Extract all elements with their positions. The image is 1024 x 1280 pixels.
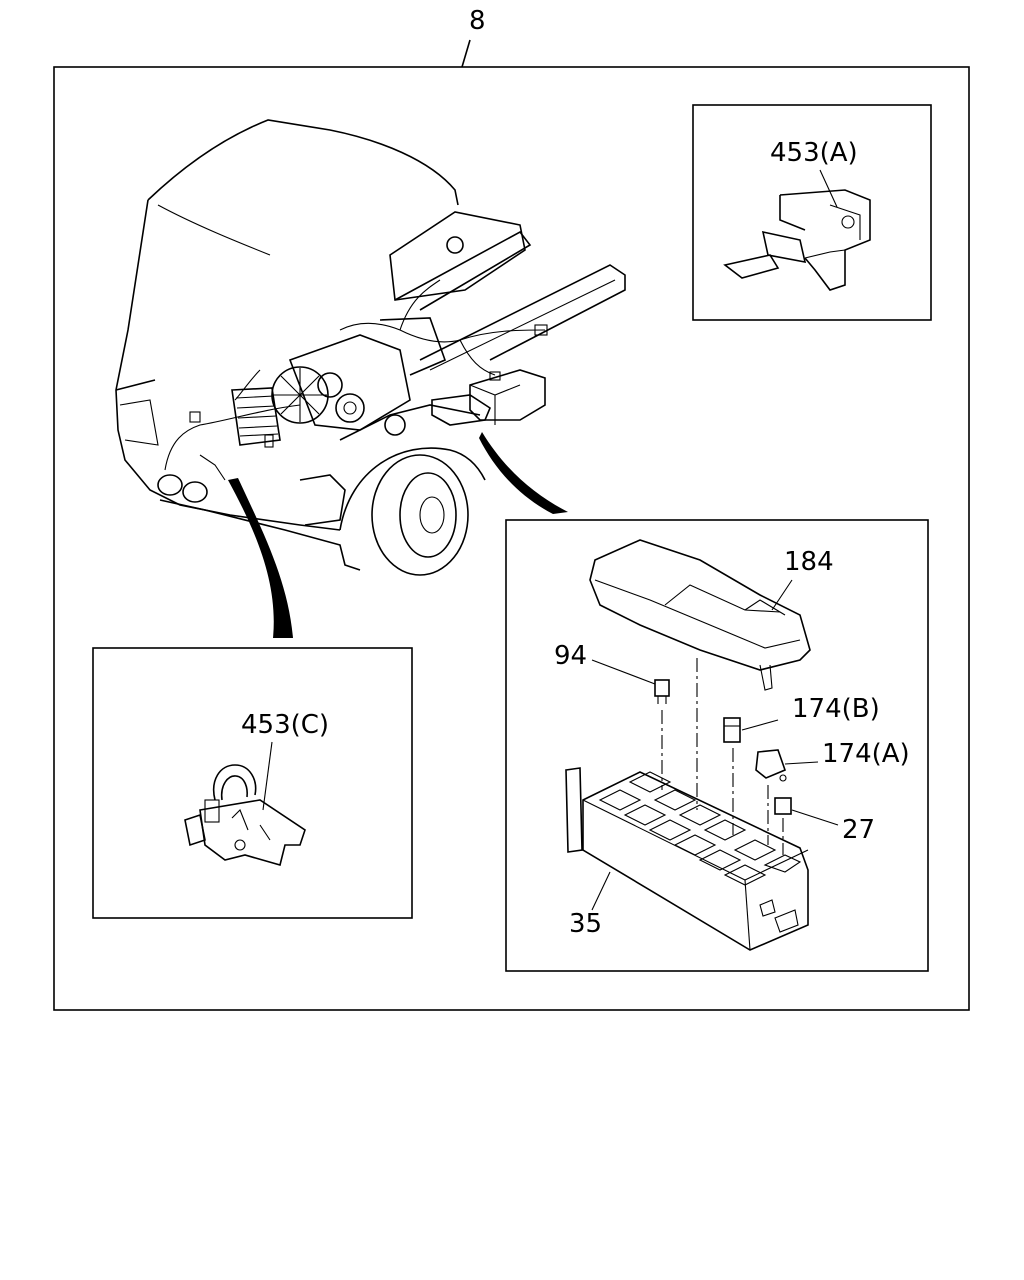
leader-relay-b xyxy=(741,719,779,731)
clip-a-part xyxy=(723,189,871,291)
leader-fuse xyxy=(591,659,656,685)
leader-small-relay xyxy=(791,809,839,826)
callout-to-clip-c xyxy=(228,478,293,638)
fuse-box-base xyxy=(565,767,809,951)
label-cover: 184 xyxy=(784,547,834,577)
label-small-relay: 27 xyxy=(842,815,875,845)
fuse-box-cover xyxy=(589,539,811,691)
label-fuse-box: 35 xyxy=(569,909,602,939)
fuse-part xyxy=(654,679,670,697)
truck-illustration xyxy=(115,119,626,576)
leader-clip-a xyxy=(819,169,838,208)
label-fuse: 94 xyxy=(554,641,587,671)
relay-a-part xyxy=(755,749,787,779)
small-relay-part xyxy=(774,797,792,815)
label-clip-a: 453(A) xyxy=(770,138,858,168)
leader-relay-a xyxy=(784,761,819,765)
label-clip-c: 453(C) xyxy=(241,710,329,740)
inset-clip-a xyxy=(692,104,932,321)
clip-c-part xyxy=(184,764,306,866)
inset-clip-c xyxy=(92,647,413,919)
leader-cover xyxy=(771,579,793,611)
inset-fuse-box xyxy=(505,519,929,972)
relay-b-part xyxy=(723,717,741,743)
label-relay-b: 174(B) xyxy=(792,694,880,724)
assembly-guides xyxy=(661,658,784,855)
leader-fuse-box xyxy=(591,871,611,911)
leader-clip-c xyxy=(262,741,273,811)
label-assembly: 8 xyxy=(469,6,486,36)
label-relay-a: 174(A) xyxy=(822,739,910,769)
leader-assembly xyxy=(461,39,471,68)
